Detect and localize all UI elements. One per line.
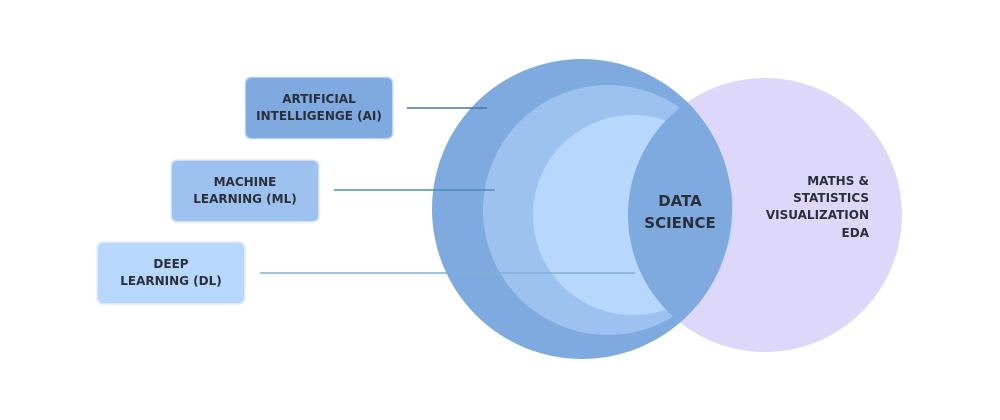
stats-label-line1: MATHS & [807,174,869,188]
ai-box: ARTIFICIAL INTELLIGENGE (AI) [245,77,393,139]
data-science-label-line1: DATA [658,192,702,210]
stats-label-line2: STATISTICS [793,191,869,205]
ml-box-label: MACHINE LEARNING (ML) [193,175,297,206]
ai-box-label: ARTIFICIAL INTELLIGENGE (AI) [256,92,382,123]
data-science-label-line2: SCIENCE [644,214,715,232]
stats-label-line4: EDA [842,226,870,240]
ml-box: MACHINE LEARNING (ML) [171,160,319,222]
stats-label-line3: VISUALIZATION [766,208,869,222]
dl-box-label: DEEP LEARNING (DL) [120,257,222,288]
data-science-overlap [628,78,732,352]
dl-box: DEEP LEARNING (DL) [97,242,245,304]
